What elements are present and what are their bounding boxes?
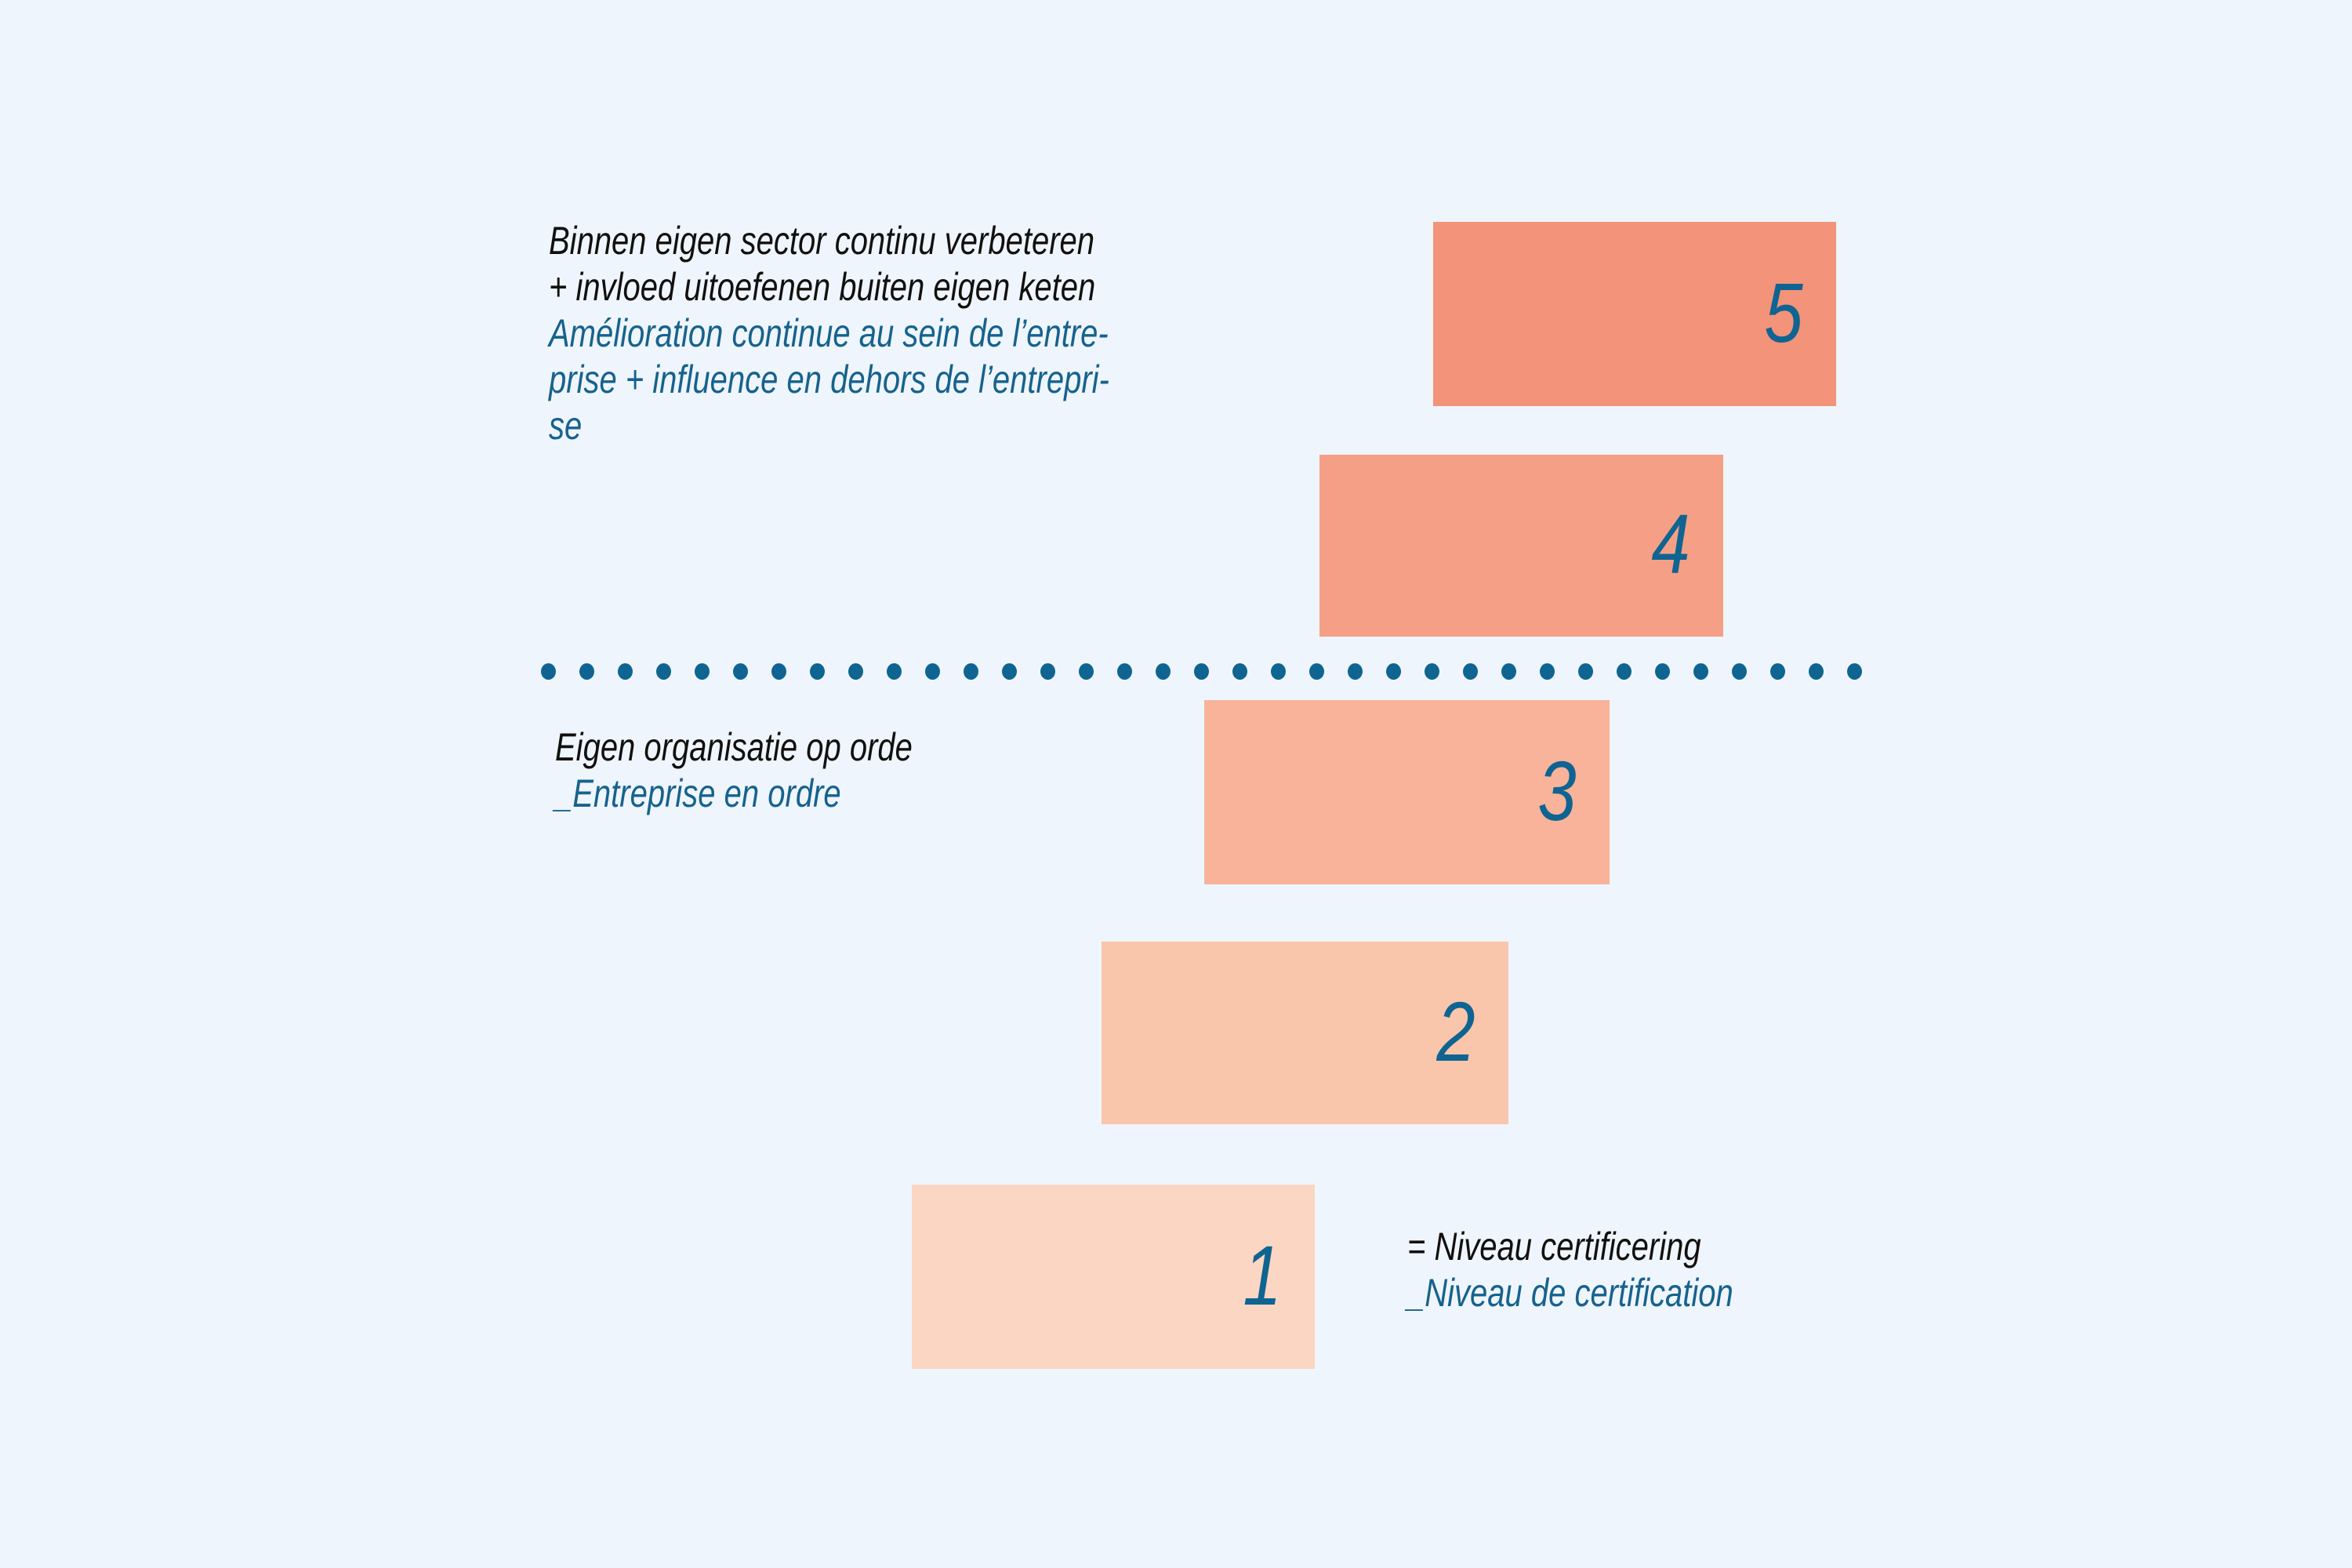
separator-dot bbox=[579, 662, 594, 680]
label-top-nl-line-2: + invloed uitoefenen buiten eigen keten bbox=[549, 265, 1096, 309]
separator-dot bbox=[810, 662, 825, 680]
separator-dot bbox=[771, 662, 786, 680]
step-number-5: 5 bbox=[1764, 264, 1802, 360]
label-top-levels: Binnen eigen sector continu verbeteren +… bbox=[549, 221, 1427, 452]
separator-dot bbox=[1770, 662, 1785, 680]
step-bar-4: 4 bbox=[1319, 455, 1723, 637]
separator-dot bbox=[1002, 662, 1017, 680]
separator-dot bbox=[1501, 662, 1516, 680]
separator-dot bbox=[887, 662, 902, 680]
separator-dot bbox=[1232, 662, 1247, 680]
step-bar-5: 5 bbox=[1433, 222, 1836, 406]
step-bar-3: 3 bbox=[1204, 700, 1610, 884]
step-number-2: 2 bbox=[1436, 983, 1475, 1079]
separator-dot bbox=[1309, 662, 1324, 680]
step-number-3: 3 bbox=[1537, 742, 1576, 838]
legend-nl-line-1: = Niveau certificering bbox=[1407, 1225, 1701, 1269]
separator-dot bbox=[1386, 662, 1401, 680]
label-top-fr-line-1: Amélioration continue au sein de l’entre… bbox=[549, 311, 1109, 355]
separator-dot bbox=[1847, 662, 1862, 680]
label-top-fr-line-2: prise + influence en dehors de l’entrepr… bbox=[549, 358, 1109, 401]
label-top-nl-line-1: Binnen eigen sector continu verbeteren bbox=[549, 219, 1095, 263]
legend-fr-line-1: _Niveau de certification bbox=[1407, 1271, 1733, 1315]
separator-dot bbox=[1156, 662, 1171, 680]
separator-dot bbox=[1578, 662, 1593, 680]
dotted-separator bbox=[541, 662, 1862, 680]
step-number-1: 1 bbox=[1243, 1227, 1281, 1323]
separator-dot bbox=[1655, 662, 1670, 680]
separator-dot bbox=[656, 662, 671, 680]
separator-dot bbox=[1348, 662, 1363, 680]
step-bar-1: 1 bbox=[912, 1185, 1315, 1369]
separator-dot bbox=[925, 662, 940, 680]
separator-dot bbox=[1540, 662, 1555, 680]
separator-dot bbox=[1463, 662, 1478, 680]
label-middle-levels: Eigen organisatie op orde _Entreprise en… bbox=[555, 728, 1339, 820]
separator-dot bbox=[1809, 662, 1824, 680]
separator-dot bbox=[1425, 662, 1439, 680]
separator-dot bbox=[1732, 662, 1747, 680]
separator-dot bbox=[1271, 662, 1286, 680]
label-middle-fr-line-1: _Entreprise en ordre bbox=[555, 771, 841, 815]
separator-dot bbox=[733, 662, 748, 680]
separator-dot bbox=[1194, 662, 1209, 680]
legend-certification-level: = Niveau certificering _Niveau de certif… bbox=[1407, 1227, 2113, 1319]
label-top-fr-line-3: se bbox=[549, 404, 583, 448]
step-bar-2: 2 bbox=[1102, 942, 1508, 1124]
separator-dot bbox=[618, 662, 633, 680]
separator-dot bbox=[1079, 662, 1094, 680]
separator-dot bbox=[1693, 662, 1708, 680]
separator-dot bbox=[541, 662, 556, 680]
label-middle-nl-line-1: Eigen organisatie op orde bbox=[555, 725, 913, 769]
separator-dot bbox=[848, 662, 863, 680]
separator-dot bbox=[1040, 662, 1055, 680]
separator-dot bbox=[964, 662, 978, 680]
step-number-4: 4 bbox=[1651, 495, 1690, 591]
separator-dot bbox=[1617, 662, 1632, 680]
separator-dot bbox=[695, 662, 710, 680]
separator-dot bbox=[1117, 662, 1132, 680]
